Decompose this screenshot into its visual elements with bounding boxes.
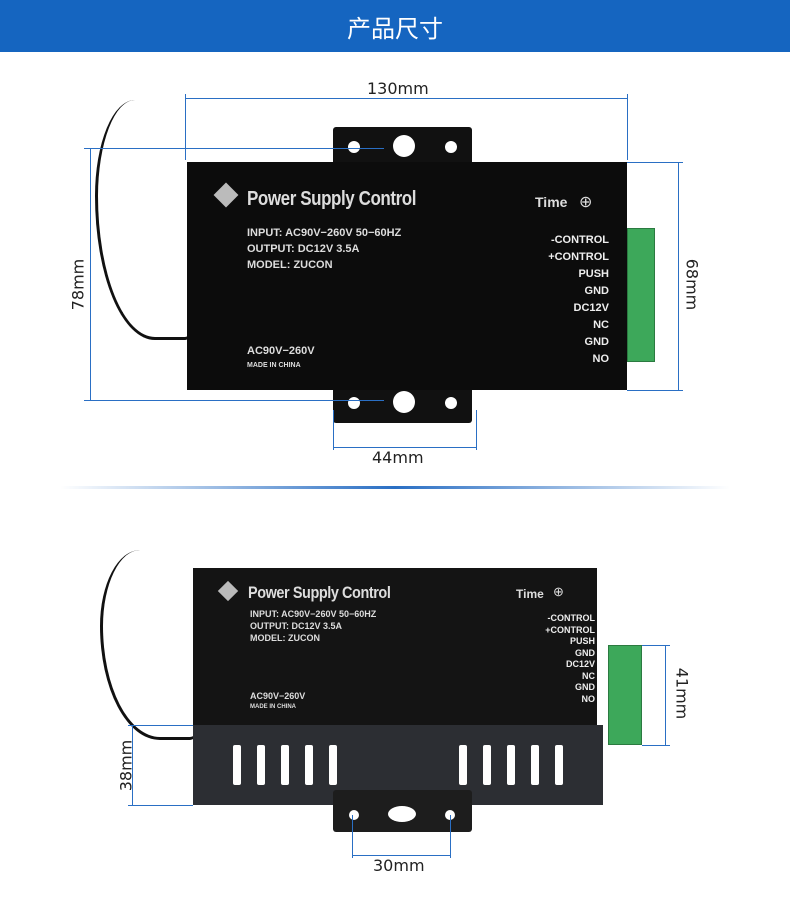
mount-bracket-top bbox=[333, 127, 472, 167]
bracket-width-dimension: 44mm bbox=[372, 448, 424, 467]
voltage-label: AC90V−260V bbox=[247, 345, 315, 357]
terminal-height-dimension: 41mm bbox=[672, 667, 692, 720]
logo-icon bbox=[213, 182, 239, 208]
terminal-block bbox=[627, 228, 655, 362]
time-knob-icon: ⊕ bbox=[579, 194, 593, 211]
mount-bracket bbox=[333, 790, 472, 832]
model-spec: MODEL: ZUCON bbox=[250, 633, 320, 643]
terminal-label: GND bbox=[584, 336, 609, 348]
page-header: 产品尺寸 bbox=[0, 0, 790, 52]
section-divider bbox=[60, 486, 730, 489]
terminal-label: NO bbox=[592, 353, 610, 365]
terminal-label: NC bbox=[582, 670, 595, 681]
terminal-label: GND bbox=[584, 285, 609, 297]
output-spec: OUTPUT: DC12V 3.5A bbox=[247, 243, 360, 255]
time-label: Time bbox=[535, 194, 568, 210]
mount-bracket-bottom bbox=[333, 385, 472, 423]
terminal-label: DC12V bbox=[565, 659, 595, 669]
device-body: Power Supply Control INPUT: AC90V−260V 5… bbox=[187, 162, 627, 390]
terminal-label: GND bbox=[575, 682, 595, 692]
width-dimension: 130mm bbox=[367, 79, 429, 98]
header-title: 产品尺寸 bbox=[347, 14, 443, 43]
power-cable bbox=[100, 550, 200, 740]
brand-title: Power Supply Control bbox=[248, 583, 391, 602]
terminal-label: PUSH bbox=[578, 268, 609, 280]
terminal-label: +CONTROL bbox=[548, 251, 609, 263]
time-label: Time bbox=[516, 587, 544, 601]
brand-title: Power Supply Control bbox=[247, 188, 417, 210]
terminal-label: -CONTROL bbox=[550, 234, 609, 246]
terminal-label: PUSH bbox=[569, 636, 595, 646]
made-in-label: MADE IN CHINA bbox=[250, 704, 296, 710]
height-dimension: 78mm bbox=[68, 258, 88, 311]
power-cable bbox=[95, 100, 195, 340]
terminal-label: NC bbox=[593, 319, 609, 331]
time-knob-icon: ⊕ bbox=[553, 584, 564, 599]
model-spec: MODEL: ZUCON bbox=[247, 259, 333, 271]
hole-spacing-dimension: 30mm bbox=[373, 856, 425, 875]
depth-dimension: 38mm bbox=[116, 739, 136, 792]
made-in-label: MADE IN CHINA bbox=[247, 362, 301, 369]
terminal-label: GND bbox=[575, 647, 595, 658]
logo-icon bbox=[217, 580, 239, 602]
terminal-label: DC12V bbox=[573, 302, 609, 314]
body-height-dimension: 68mm bbox=[682, 258, 702, 311]
terminal-label: -CONTROL bbox=[547, 613, 596, 623]
terminal-label: NO bbox=[581, 693, 596, 704]
terminal-label: +CONTROL bbox=[545, 624, 595, 635]
voltage-label: AC90V−260V bbox=[250, 691, 306, 701]
device-body: Power Supply Control INPUT: AC90V−260V 5… bbox=[193, 568, 597, 726]
terminal-block bbox=[608, 645, 642, 745]
output-spec: OUTPUT: DC12V 3.5A bbox=[250, 621, 343, 631]
input-spec: INPUT: AC90V−260V 50−60HZ bbox=[250, 609, 377, 619]
input-spec: INPUT: AC90V−260V 50−60HZ bbox=[247, 227, 402, 239]
